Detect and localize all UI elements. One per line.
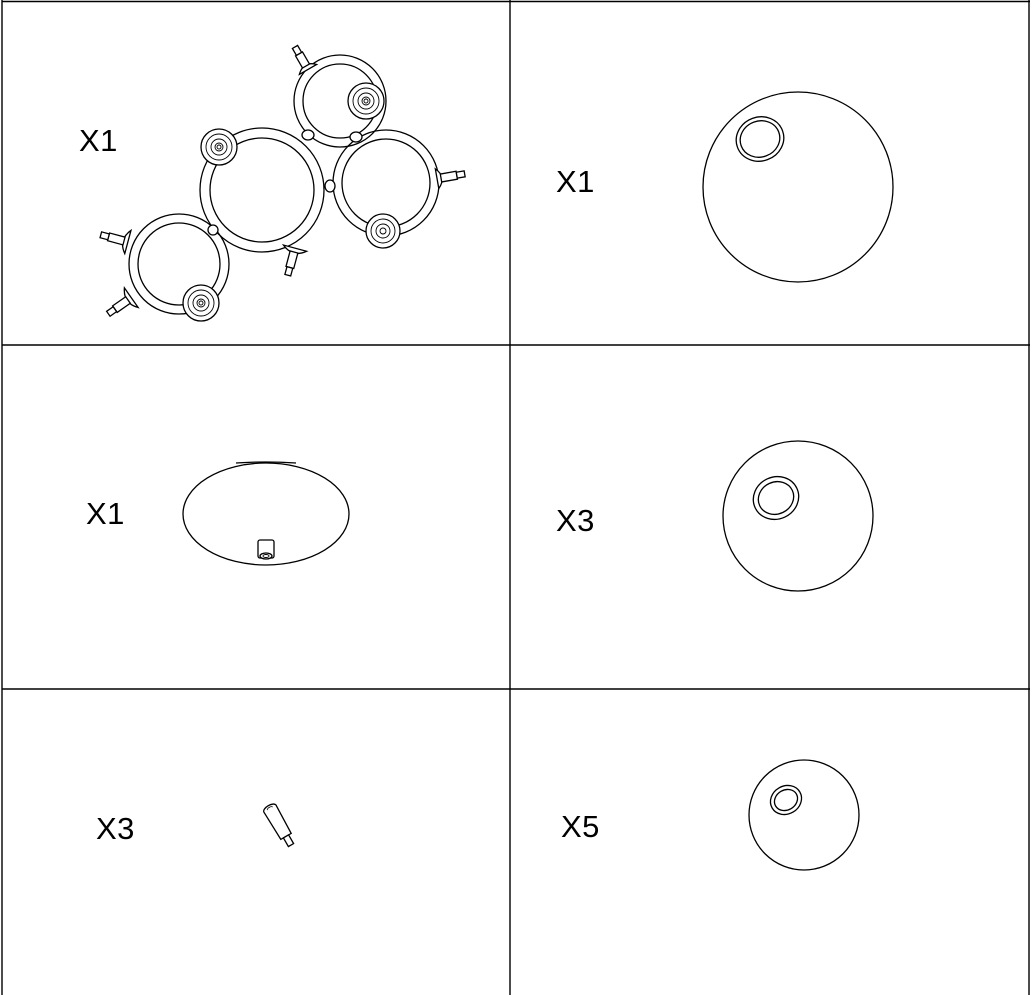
parts-cell-bulb-holder: X3 (3, 691, 509, 995)
small-glass-globe-icon (748, 759, 860, 871)
parts-cell-large-glass-globe: X1 (511, 3, 1028, 344)
quantity-label: X1 (86, 496, 125, 531)
parts-cell-medium-glass-globe: X3 (511, 346, 1028, 688)
ceiling-canopy-icon (182, 461, 350, 566)
quantity-label: X5 (561, 809, 600, 844)
parts-cell-ceiling-canopy: X1 (3, 346, 509, 688)
quantity-label: X3 (556, 503, 595, 538)
quantity-label: X1 (79, 123, 118, 158)
parts-cell-frame: X1 (3, 3, 509, 344)
quantity-label: X1 (556, 164, 595, 199)
parts-cell-small-glass-globe: X5 (511, 691, 1028, 995)
quantity-label: X3 (96, 811, 135, 846)
medium-glass-globe-icon (722, 440, 874, 592)
bulb-holder-icon (263, 803, 295, 848)
chandelier-frame-icon (99, 44, 466, 322)
large-glass-globe-icon (702, 91, 894, 283)
